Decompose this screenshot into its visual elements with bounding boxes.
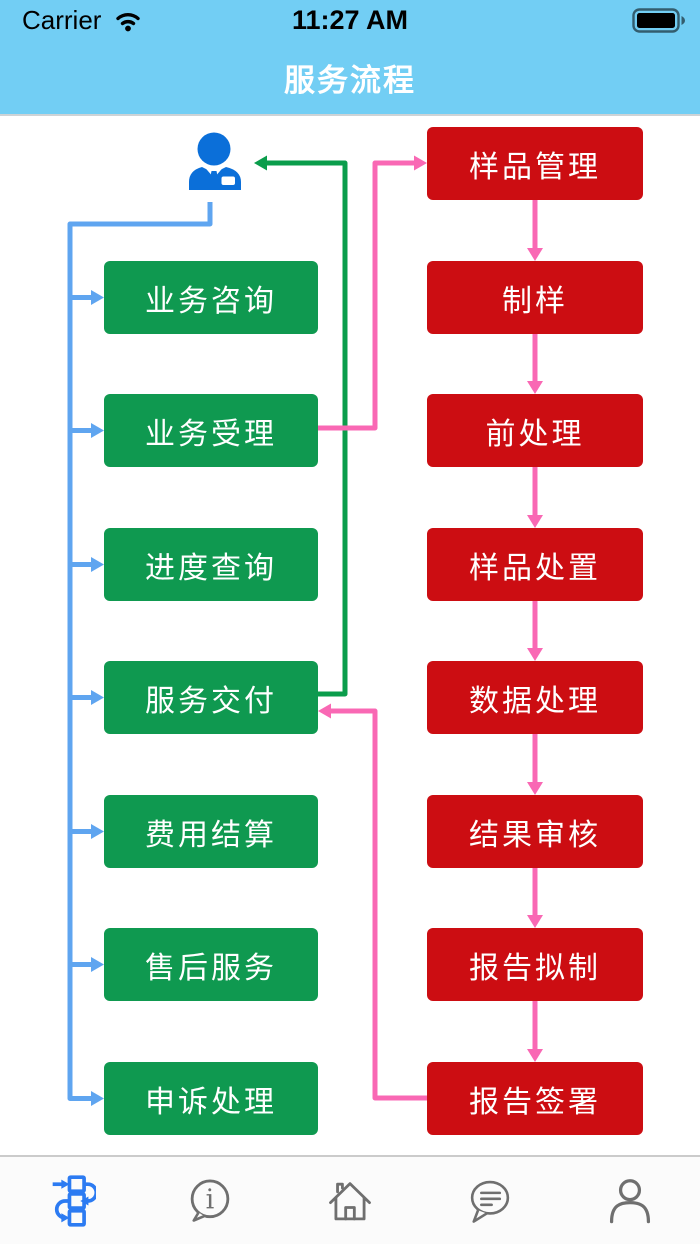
tab-home[interactable] (280, 1157, 420, 1244)
svg-text:i: i (206, 1184, 215, 1215)
flow-node-right-5: 结果审核 (427, 795, 643, 868)
status-bar: Carrier 11:27 AM (0, 0, 700, 40)
flow-node-left-3: 服务交付 (104, 661, 318, 734)
status-time: 11:27 AM (291, 4, 409, 35)
flow-node-left-4: 费用结算 (104, 795, 318, 868)
flow-node-right-3: 样品处置 (427, 528, 643, 601)
flow-node-right-6: 报告拟制 (427, 928, 643, 1001)
battery-icon (632, 8, 685, 33)
blue-branch-arrows (70, 290, 104, 972)
info-icon: i (190, 1179, 230, 1222)
flow-node-left-1: 业务受理 (104, 394, 318, 467)
flow-node-right-4: 数据处理 (427, 661, 643, 734)
wifi-icon (116, 13, 141, 32)
business-person-icon (189, 132, 241, 190)
tab-profile[interactable] (560, 1157, 700, 1244)
flowchart-icon (52, 1174, 96, 1227)
flow-node-left-6: 申诉处理 (104, 1062, 318, 1135)
flow-node-left-0: 业务咨询 (104, 261, 318, 334)
tab-messages[interactable] (420, 1157, 560, 1244)
flow-node-right-0: 样品管理 (427, 127, 643, 200)
flow-node-left-2: 进度查询 (104, 528, 318, 601)
person-icon (609, 1178, 651, 1223)
chat-bubble-icon (470, 1180, 510, 1223)
flow-node-left-5: 售后服务 (104, 928, 318, 1001)
flow-node-right-2: 前处理 (427, 394, 643, 467)
pink-line-report-to-delivery (318, 703, 427, 1101)
nav-bar: 服务流程 (0, 40, 700, 116)
flow-node-right-1: 制样 (427, 261, 643, 334)
tab-info[interactable]: i (140, 1157, 280, 1244)
carrier-label: Carrier (22, 4, 102, 35)
pink-line-acceptance-to-sample (318, 155, 427, 431)
flow-node-right-7: 报告签署 (427, 1062, 643, 1135)
tab-flowchart[interactable] (0, 1157, 140, 1244)
home-icon (329, 1181, 371, 1220)
page-title: 服务流程 (284, 62, 416, 98)
tab-bar: i (0, 1155, 700, 1244)
